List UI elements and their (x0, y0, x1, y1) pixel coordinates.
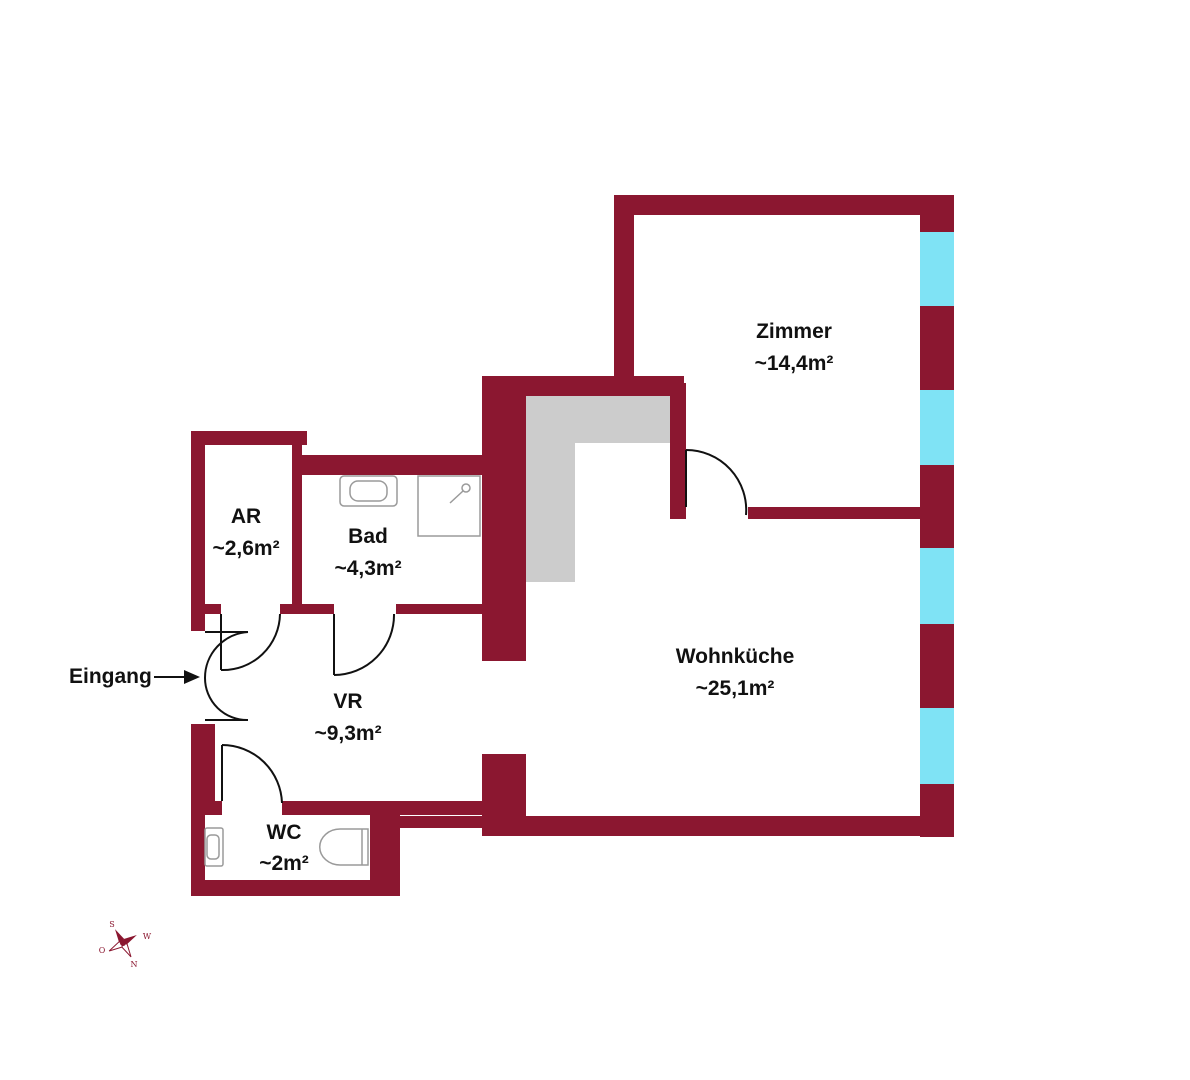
door-entrance[interactable] (203, 631, 249, 722)
compass-south: S (109, 920, 114, 929)
room-area-ar: ~2,6m² (212, 537, 279, 560)
kitchen-counter (526, 396, 670, 582)
door-zimmer[interactable] (685, 448, 748, 516)
upper-wall-step (482, 376, 684, 396)
zimmer-wall-bottom-right (748, 507, 920, 519)
zimmer-wall-top (614, 195, 954, 215)
sink-icon (339, 475, 398, 507)
compass-east: O (99, 946, 106, 955)
wc-wall-top-stub (205, 801, 222, 815)
arrow-right-icon (154, 670, 200, 684)
compass-west: W (143, 932, 152, 941)
ar-bad-wall (292, 431, 302, 614)
door-bad[interactable] (333, 613, 396, 676)
bad-wall-top (292, 455, 482, 475)
room-area-wohnkueche: ~25,1m² (696, 677, 775, 700)
bad-wall-bottom-right (396, 604, 482, 614)
room-name-ar: AR (231, 505, 261, 528)
room-name-wc: WC (267, 821, 302, 844)
window-zimmer-1 (920, 232, 954, 306)
room-area-bad: ~4,3m² (334, 557, 401, 580)
vr-wall-left-lower (191, 724, 205, 896)
door-wc[interactable] (221, 744, 283, 804)
entrance-marker: Eingang (69, 665, 200, 688)
room-name-zimmer: Zimmer (756, 320, 832, 343)
ar-wall-left (191, 431, 205, 631)
wc-wall-bottom (191, 880, 400, 896)
door-ar[interactable] (220, 613, 281, 672)
zimmer-wall-bottom-left (670, 383, 686, 519)
room-area-zimmer: ~14,4m² (755, 352, 834, 375)
shower-icon (417, 475, 481, 537)
window-wohnkueche-1 (920, 548, 954, 624)
wc-step-wall (370, 816, 482, 828)
room-name-wohnkueche: Wohnküche (676, 645, 795, 668)
zimmer-wall-left (614, 195, 634, 390)
ar-wall-top (191, 431, 307, 445)
compass-north: N (131, 960, 138, 969)
entrance-label: Eingang (69, 665, 152, 688)
room-name-vr: VR (333, 690, 362, 713)
windows (920, 232, 954, 784)
compass-rose-icon: S W O N (99, 920, 152, 969)
room-name-bad: Bad (348, 525, 388, 548)
wc-sink-icon (204, 827, 224, 867)
window-wohnkueche-2 (920, 708, 954, 784)
bad-wall-bottom-left (300, 604, 334, 614)
central-wall-upper (482, 376, 526, 661)
wc-wall-top-left (205, 724, 215, 802)
toilet-icon (319, 828, 369, 866)
room-area-vr: ~9,3m² (314, 722, 381, 745)
room-area-wc: ~2m² (259, 852, 309, 875)
room-labels: Zimmer ~14,4m² Wohnküche ~25,1m² AR ~2,6… (212, 320, 833, 875)
ar-wall-bottom-left (191, 604, 221, 614)
ar-wall-bottom (280, 604, 302, 614)
window-zimmer-2 (920, 390, 954, 465)
doors (203, 448, 748, 804)
wohnkueche-wall-bottom (482, 816, 954, 836)
fixtures (204, 475, 481, 867)
